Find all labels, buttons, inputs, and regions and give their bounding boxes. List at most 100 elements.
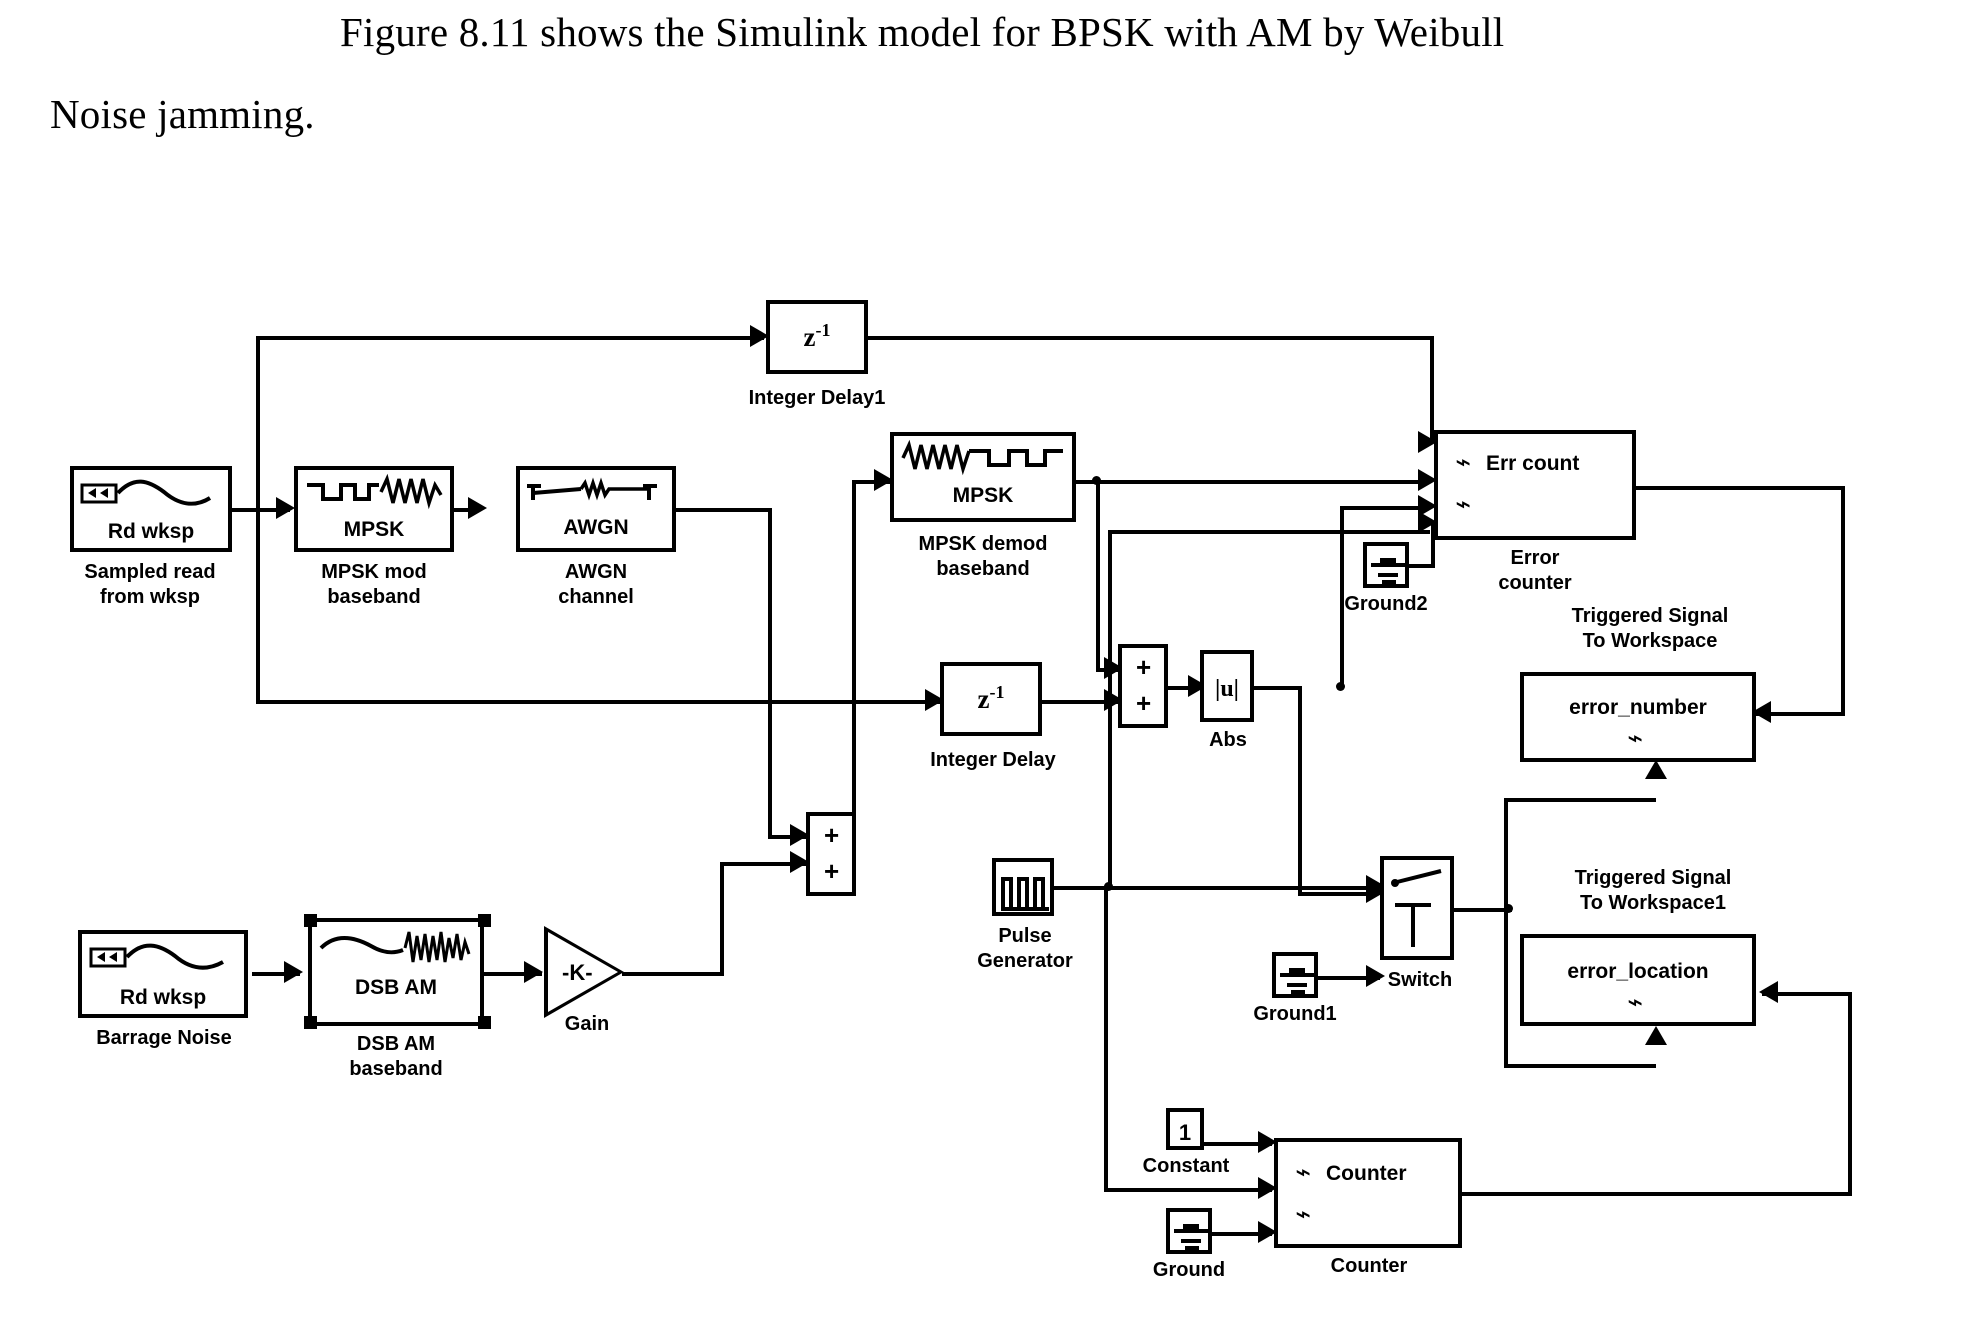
block-label-barrage-noise: Barrage Noise: [96, 1027, 232, 1049]
block-label-ground1: Ground1: [1253, 1003, 1337, 1025]
trigger-glyph-2: ⌁: [1295, 1200, 1312, 1228]
wire-pulse-drop-counter: [1104, 886, 1108, 1192]
wire-src-riser-lower: [256, 508, 260, 702]
wire-ground-out: [1212, 1232, 1272, 1236]
block-title: z: [803, 322, 816, 352]
junction-demod-out: [1092, 476, 1101, 485]
trigger-glyph: ⌁: [1627, 724, 1644, 752]
block-mpsk-demod-baseband[interactable]: MPSK: [890, 432, 1076, 522]
block-title: MPSK: [343, 518, 405, 541]
block-sampled-read-from-wksp[interactable]: Rd wksp: [70, 466, 232, 552]
ground-bar-1: [1280, 973, 1318, 977]
arrow-into-dsbam: [284, 961, 303, 983]
block-ground[interactable]: [1166, 1208, 1212, 1254]
arrow-sumjam-in1: [790, 824, 809, 846]
wire-ground1-out: [1318, 976, 1380, 980]
block-integer-delay[interactable]: z-1: [940, 662, 1042, 736]
block-title-gain: -K-: [562, 960, 593, 985]
arrow-into-integer-delay: [925, 689, 944, 711]
arrow-into-error-number: [1752, 701, 1771, 723]
arrow-switch-in3: [1366, 965, 1385, 987]
wire-abs-riser-errcount: [1340, 506, 1344, 688]
wire-dsbam-to-gain: [480, 972, 542, 976]
block-label-constant: Constant: [1142, 1155, 1230, 1177]
block-switch[interactable]: [1380, 856, 1454, 960]
block-abs[interactable]: |u|: [1200, 650, 1254, 722]
sum-sign-2: +: [824, 856, 840, 886]
wire-counter-out: [1462, 1192, 1852, 1196]
arrow-counter-in1: [1258, 1131, 1277, 1153]
arrow-errcount-port2: [1418, 469, 1437, 491]
digital-to-sine-icon: [307, 473, 443, 510]
wire-gain-riser: [720, 862, 724, 976]
wire-demod-branch-down: [1096, 480, 1100, 672]
block-label-error-counter: Error counter: [1498, 547, 1572, 594]
wire-rdwksp-to-mpsk: [230, 508, 290, 512]
wire-to-error-location: [1762, 992, 1852, 996]
trigger-glyph: ⌁: [1627, 988, 1644, 1016]
block-title: Err count: [1486, 452, 1580, 475]
block-title: Counter: [1326, 1162, 1407, 1185]
block-mpsk-mod-baseband[interactable]: MPSK: [294, 466, 454, 552]
ground-bar-2: [1380, 558, 1396, 563]
arrow-into-error-location: [1759, 981, 1778, 1003]
gain-triangle-fill: [548, 932, 618, 1012]
junction-switch-out: [1504, 904, 1513, 913]
trigger-glyph-1: ⌁: [1295, 1158, 1312, 1186]
ground-bar-3: [1181, 1239, 1201, 1243]
block-barrage-noise[interactable]: Rd wksp: [78, 930, 248, 1018]
block-title: 1: [1178, 1120, 1192, 1145]
arrow-into-integer-delay1: [750, 325, 769, 347]
block-ground1[interactable]: [1272, 952, 1318, 998]
block-pulse-generator[interactable]: [992, 858, 1054, 916]
figure-caption-line-2: Noise jamming.: [50, 91, 315, 137]
block-title: AWGN: [563, 516, 629, 539]
wire-gain-to-sum: [720, 862, 806, 866]
noisy-line-icon: [527, 477, 657, 501]
block-sum-jammer[interactable]: + +: [806, 812, 856, 896]
arrow-sumjam-in2: [790, 851, 809, 873]
wire-awgn-drop: [768, 508, 772, 839]
arrow-into-mpsk-mod: [276, 497, 295, 519]
wire-delay1-out: [867, 336, 1434, 340]
wire-top-to-delay1: [256, 336, 764, 340]
block-label-dsb-am: DSB AM baseband: [349, 1033, 443, 1080]
block-dsb-am-baseband[interactable]: DSB AM: [308, 918, 484, 1026]
block-counter[interactable]: ⌁ ⌁ Counter: [1274, 1138, 1462, 1248]
block-error-location-to-workspace[interactable]: error_location ⌁: [1520, 934, 1756, 1026]
block-label-sampled-read: Sampled read from wksp: [84, 561, 216, 608]
block-title: |u|: [1215, 676, 1239, 702]
ground-bar-3: [1378, 573, 1398, 577]
selection-handle-bottom-right[interactable]: [478, 1016, 491, 1029]
block-title: error_location: [1567, 960, 1709, 983]
figure-caption-line-1: Figure 8.11 shows the Simulink model for…: [340, 9, 1505, 55]
block-integer-delay1[interactable]: z-1: [766, 300, 868, 374]
block-ground2[interactable]: [1363, 542, 1409, 588]
wire-src-to-integer-delay: [256, 700, 940, 704]
block-label-ground: Ground: [1152, 1259, 1226, 1281]
wire-abs-out: [1252, 686, 1302, 690]
block-error-number-to-workspace[interactable]: error_number ⌁: [1520, 672, 1756, 762]
wire-pulse-to-counter: [1104, 1188, 1272, 1192]
ground-bar-1: [1371, 563, 1409, 567]
selection-handle-top-right[interactable]: [478, 914, 491, 927]
wire-switch-to-errnum-trig: [1504, 798, 1656, 802]
block-error-counter[interactable]: ⌁ ⌁ Err count: [1434, 430, 1636, 540]
block-label-error-location: Triggered Signal To Workspace1: [1574, 867, 1732, 914]
block-constant[interactable]: 1: [1166, 1108, 1204, 1150]
wire-ground2-out: [1407, 564, 1435, 568]
block-sum-error[interactable]: + +: [1118, 644, 1168, 728]
unit-delay-icon: z-1: [770, 320, 864, 353]
wire-intdelay-to-sumerr: [1040, 700, 1118, 704]
ground-bar-2: [1183, 1224, 1199, 1229]
wire-barrage-to-dsbam: [252, 972, 300, 976]
trigger-glyph-2: ⌁: [1455, 490, 1472, 518]
selection-handle-top-left[interactable]: [304, 914, 317, 927]
block-awgn-channel[interactable]: AWGN: [516, 466, 676, 552]
wire-gain-out: [622, 972, 724, 976]
sine-to-digital-icon: [901, 439, 1063, 476]
wire-abs-drop: [1298, 686, 1302, 896]
selection-handle-bottom-left[interactable]: [304, 1016, 317, 1029]
wire-ground2-riser: [1431, 522, 1435, 568]
from-workspace-waveform-icon: [89, 943, 224, 970]
